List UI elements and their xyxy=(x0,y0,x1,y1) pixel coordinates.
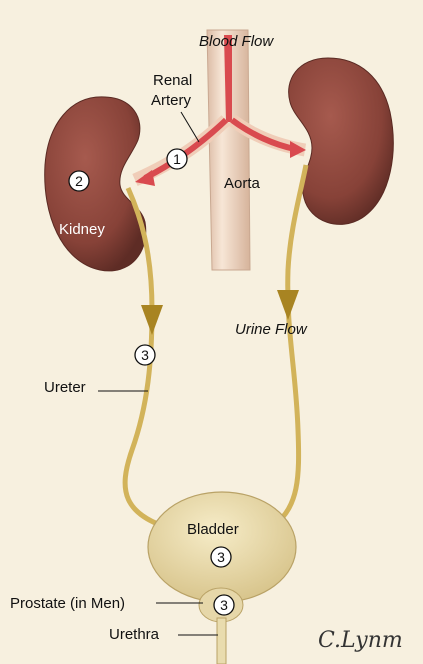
right-urine-arrow xyxy=(277,290,299,320)
badge-kidney: 2 xyxy=(69,171,89,191)
badge-prostate: 3 xyxy=(214,595,234,615)
renal-artery-label-line1: Renal xyxy=(153,72,192,89)
badge-ureter: 3 xyxy=(135,345,155,365)
aorta-label: Aorta xyxy=(224,175,261,192)
urethra-label: Urethra xyxy=(109,626,160,643)
badge-artery: 1 xyxy=(167,149,187,169)
right-kidney xyxy=(289,58,394,224)
svg-text:3: 3 xyxy=(217,549,225,565)
svg-text:2: 2 xyxy=(75,173,83,189)
left-urine-arrow xyxy=(141,305,163,335)
urine-flow-label: Urine Flow xyxy=(235,321,308,338)
svg-text:3: 3 xyxy=(141,347,149,363)
renal-artery-label-line2: Artery xyxy=(151,92,192,109)
left-kidney xyxy=(45,97,146,271)
blood-flow-label: Blood Flow xyxy=(199,33,274,50)
urethra xyxy=(217,618,226,664)
badge-bladder: 3 xyxy=(211,547,231,567)
bladder-label: Bladder xyxy=(187,521,239,538)
right-ureter xyxy=(275,165,306,525)
svg-text:3: 3 xyxy=(220,597,228,613)
renal-artery-leader xyxy=(181,112,199,142)
kidney-label: Kidney xyxy=(59,221,105,238)
svg-text:1: 1 xyxy=(173,151,181,167)
prostate-label: Prostate (in Men) xyxy=(10,595,125,612)
artist-signature: C.Lynm xyxy=(318,628,403,653)
ureter-label: Ureter xyxy=(44,379,86,396)
